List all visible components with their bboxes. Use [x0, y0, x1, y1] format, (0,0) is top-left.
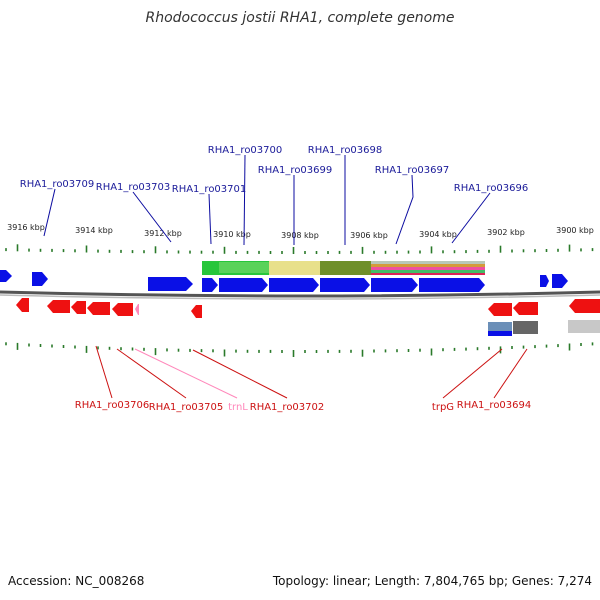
genome-backbone: [0, 290, 600, 298]
kbp-label: 3900 kbp: [556, 226, 594, 235]
gene-label[interactable]: RHA1_ro03706: [75, 400, 150, 411]
forward-gene-arrow[interactable]: [202, 278, 218, 292]
leader-line: [43, 188, 56, 237]
leader-line: [116, 348, 187, 399]
leader-line: [442, 348, 503, 399]
forward-gene-arrow[interactable]: [0, 270, 12, 282]
forward-gene-arrow[interactable]: [371, 278, 418, 292]
forward-gene-arrow[interactable]: [419, 278, 485, 292]
reverse-gene-arrow[interactable]: [16, 298, 29, 312]
feature-track-multicolor[interactable]: [371, 273, 485, 275]
leader-line: [493, 348, 528, 399]
feature-track-multicolor[interactable]: [371, 267, 485, 270]
kbp-label: 3910 kbp: [213, 230, 251, 239]
gene-label[interactable]: RHA1_ro03696: [454, 183, 529, 194]
reverse-gene-arrow[interactable]: [71, 301, 86, 314]
feature-track-olive[interactable]: [320, 261, 371, 275]
feature-track-light-green[interactable]: [219, 262, 269, 273]
forward-gene-arrow[interactable]: [32, 272, 48, 286]
feature-track-khaki[interactable]: [269, 261, 320, 275]
reverse-gene-arrow[interactable]: [569, 299, 600, 313]
gene-label[interactable]: trpG: [432, 402, 454, 413]
feature-track-multicolor[interactable]: [371, 264, 485, 267]
gene-label[interactable]: RHA1_ro03701: [172, 184, 247, 195]
gene-label[interactable]: RHA1_ro03700: [208, 145, 283, 156]
gene-label[interactable]: RHA1_ro03709: [20, 179, 95, 190]
reverse-gene-arrow[interactable]: [488, 303, 512, 316]
gene-label[interactable]: RHA1_ro03698: [308, 145, 383, 156]
leader-line: [134, 348, 238, 399]
leader-line: [451, 192, 491, 244]
forward-gene-arrow[interactable]: [269, 278, 319, 292]
gene-label[interactable]: RHA1_ro03702: [250, 402, 325, 413]
reverse-gene-arrow[interactable]: [87, 302, 110, 315]
forward-gene-arrow[interactable]: [320, 278, 370, 292]
kbp-label: 3906 kbp: [350, 231, 388, 240]
leader-line: [132, 191, 172, 243]
kbp-label: 3912 kbp: [144, 229, 182, 238]
gene-label[interactable]: RHA1_ro03703: [96, 182, 171, 193]
gene-label[interactable]: RHA1_ro03699: [258, 165, 333, 176]
feature-track-lower[interactable]: [568, 320, 600, 333]
reverse-gene-arrow[interactable]: [112, 303, 133, 316]
feature-track-multicolor[interactable]: [371, 261, 485, 264]
reverse-gene-arrow[interactable]: [47, 300, 70, 313]
trna-gene-arrow[interactable]: [135, 304, 139, 315]
leader-line: [395, 174, 414, 245]
forward-gene-block[interactable]: [488, 331, 512, 336]
feature-track-multicolor[interactable]: [371, 270, 485, 273]
genome-backbone: [0, 294, 600, 300]
genome-stats-text: Topology: linear; Length: 7,804,765 bp; …: [272, 574, 592, 588]
forward-gene-arrow[interactable]: [219, 278, 268, 292]
forward-gene-arrow[interactable]: [540, 275, 549, 287]
feature-track-lower[interactable]: [513, 321, 538, 334]
kbp-label: 3908 kbp: [281, 231, 319, 240]
forward-gene-arrow[interactable]: [552, 274, 568, 288]
feature-track-lower[interactable]: [488, 322, 512, 331]
kbp-label: 3904 kbp: [419, 230, 457, 239]
accession-text: Accession: NC_008268: [8, 574, 145, 588]
top-tick-row: [5, 244, 594, 254]
forward-gene-arrow[interactable]: [148, 277, 193, 291]
kbp-label: 3914 kbp: [75, 226, 113, 235]
map-title: Rhodococcus jostii RHA1, complete genome: [145, 10, 455, 26]
bottom-tick-row: [5, 342, 594, 357]
kbp-label: 3916 kbp: [7, 223, 45, 232]
gene-label[interactable]: RHA1_ro03694: [457, 400, 532, 411]
gene-label[interactable]: RHA1_ro03705: [149, 402, 224, 413]
leader-line: [192, 349, 288, 399]
leader-line: [243, 154, 246, 246]
kbp-label: 3902 kbp: [487, 228, 525, 237]
reverse-gene-arrow[interactable]: [513, 302, 538, 315]
reverse-gene-arrow[interactable]: [191, 305, 202, 318]
leader-line: [95, 345, 113, 399]
leader-line: [208, 193, 212, 245]
gene-label[interactable]: trnL: [228, 402, 248, 413]
gene-label[interactable]: RHA1_ro03697: [375, 165, 450, 176]
